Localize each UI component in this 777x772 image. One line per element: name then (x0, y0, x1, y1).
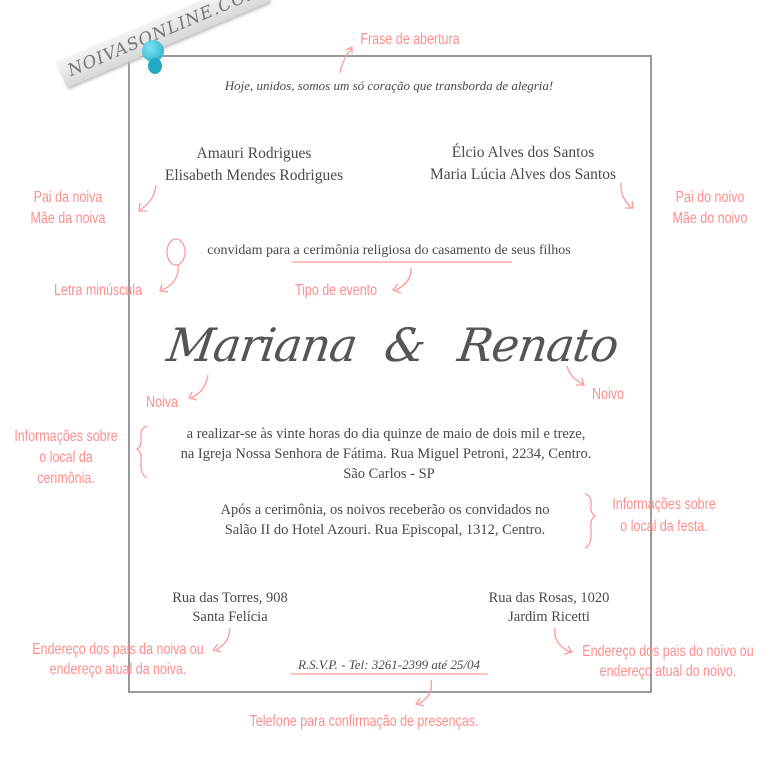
arrow-bride-parents (138, 184, 157, 212)
pushpin-base-icon (148, 58, 162, 74)
arrow-bride (188, 374, 209, 401)
ceremony-line-3: São Carlos - SP (343, 466, 435, 482)
annotation-lowercase: Letra minúscula (53, 282, 143, 299)
bride-mother: Elisabeth Mendes Rodrigues (164, 167, 344, 184)
brace-party (584, 493, 597, 549)
ceremony-line-2: na Igreja Nossa Senhora de Fátima. Rua M… (180, 446, 592, 462)
rsvp-line: R.S.V.P. - Tel: 3261-2399 até 25/04 (297, 657, 481, 672)
annotation-bride-address-2: endereço atual da noiva. (49, 661, 187, 678)
arrow-rsvp (414, 679, 433, 707)
invite-post: de seus filhos (491, 243, 571, 258)
groom-mother: Maria Lúcia Alves dos Santos (430, 166, 616, 183)
arrow-lowercase (159, 264, 179, 293)
bride-father: Amauri Rodrigues (196, 145, 312, 162)
annotation-rsvp: Telefone para confirmação de presenças. (249, 713, 479, 730)
annotation-event-type: Tipo de evento (294, 282, 378, 299)
invitation-frame (128, 55, 652, 693)
arrow-groom-address (554, 627, 574, 655)
groom-father: Élcio Alves dos Santos (451, 144, 595, 161)
annotation-groom-mother: Mãe do noivo (672, 210, 748, 227)
annotation-ceremony-1: Informações sobre (14, 428, 118, 445)
annotation-bride-address-1: Endereço dos pais da noiva ou (32, 641, 204, 658)
invite-line: convidam para a cerimônia religiosa do c… (207, 244, 571, 258)
party-line-2: Salão II do Hotel Azouri. Rua Episcopal,… (224, 522, 546, 538)
invite-pre: convidam para a (207, 243, 304, 258)
arrow-groom (566, 365, 585, 386)
annotation-opening: Frase de abertura (360, 31, 460, 48)
groom-address-district: Jardim Ricetti (508, 609, 590, 625)
annotation-party-1: Informações sobre (612, 496, 716, 513)
groom-address-street: Rua das Rosas, 1020 (488, 590, 610, 606)
ceremony-line-1: a realizar-se às vinte horas do dia quin… (186, 426, 586, 442)
bride-address-street: Rua das Torres, 908 (172, 590, 288, 606)
annotation-bride: Noiva (146, 394, 178, 411)
annotation-bride-father: Pai da noiva (33, 189, 103, 206)
opening-phrase: Hoje, unidos, somos um só coração que tr… (224, 78, 554, 93)
annotation-groom-father: Pai do noivo (675, 189, 745, 206)
arrow-opening (339, 45, 353, 74)
annotation-groom: Noivo (592, 386, 624, 403)
annotation-groom-address-1: Endereço dos pais do noivo ou (582, 643, 754, 660)
brace-ceremony (135, 425, 148, 479)
arrow-bride-address (211, 627, 231, 653)
annotation-bride-mother: Mãe da noiva (30, 210, 106, 227)
lowercase-circle (166, 238, 186, 266)
pushpin-icon (142, 40, 164, 62)
party-line-1: Após a cerimônia, os noivos receberão os… (220, 502, 550, 518)
bride-address-district: Santa Felícia (192, 609, 268, 625)
annotation-party-2: o local da festa. (620, 518, 708, 535)
event-type-text: cerimônia religiosa do casamento (303, 243, 492, 258)
annotation-ceremony-3: cerimônia. (37, 470, 95, 487)
annotation-ceremony-2: o local da (39, 449, 93, 466)
annotation-groom-address-2: endereço atual do noivo. (599, 663, 737, 680)
arrow-groom-parents (620, 182, 634, 209)
arrow-event-type (391, 267, 412, 294)
